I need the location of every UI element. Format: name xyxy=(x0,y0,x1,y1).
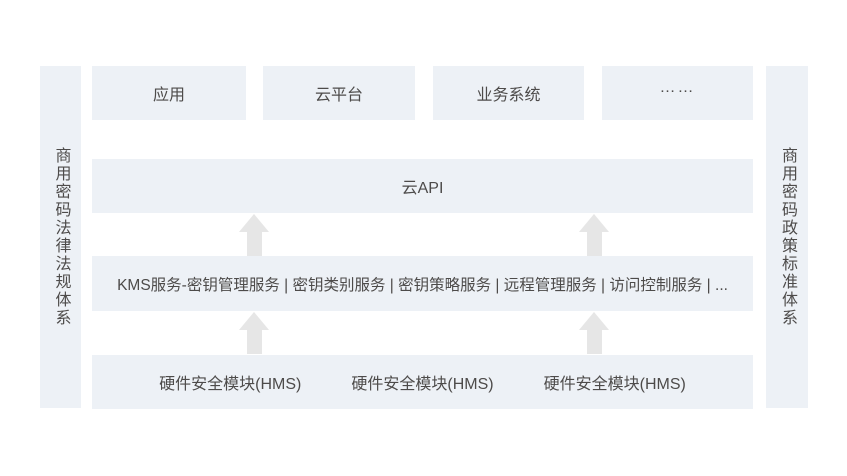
arrow-stem xyxy=(246,232,262,256)
up-arrow-icon xyxy=(579,214,609,256)
arrow-stem xyxy=(586,232,602,256)
application-label: 应用 xyxy=(152,87,185,104)
up-arrow-icon xyxy=(579,312,609,354)
hms-modules-box: 硬件安全模块(HMS) 硬件安全模块(HMS) 硬件安全模块(HMS) xyxy=(92,355,753,409)
arrow-stem xyxy=(586,330,602,354)
cloud-api-label: 云API xyxy=(401,180,444,197)
hms-module-label: 硬件安全模块(HMS) xyxy=(543,376,686,393)
arrow-head xyxy=(579,312,609,330)
left-regulation-pillar: 商用密码法律法规体系 xyxy=(40,66,81,408)
left-pillar-label: 商用密码法律法规体系 xyxy=(52,147,70,327)
cloud-platform-box: 云平台 xyxy=(263,66,415,120)
cloud-platform-label: 云平台 xyxy=(314,87,363,104)
up-arrow-icon xyxy=(239,312,269,354)
hms-module-label: 硬件安全模块(HMS) xyxy=(159,376,302,393)
hms-module-label: 硬件安全模块(HMS) xyxy=(351,376,494,393)
arrow-stem xyxy=(246,330,262,354)
application-box: 应用 xyxy=(92,66,246,120)
kms-services-box: KMS服务-密钥管理服务 | 密钥类别服务 | 密钥策略服务 | 远程管理服务 … xyxy=(92,256,753,311)
business-system-label: 业务系统 xyxy=(476,87,541,104)
more-consumers-label: …… xyxy=(659,79,696,96)
cloud-api-box: 云API xyxy=(92,159,753,213)
arrow-head xyxy=(239,214,269,232)
more-consumers-box: …… xyxy=(602,66,753,120)
arrow-head xyxy=(579,214,609,232)
right-pillar-label: 商用密码政策标准体系 xyxy=(779,147,796,327)
business-system-box: 业务系统 xyxy=(433,66,584,120)
right-policy-pillar: 商用密码政策标准体系 xyxy=(766,66,808,408)
up-arrow-icon xyxy=(239,214,269,256)
arrow-head xyxy=(239,312,269,330)
kms-services-label: KMS服务-密钥管理服务 | 密钥类别服务 | 密钥策略服务 | 远程管理服务 … xyxy=(117,276,728,294)
